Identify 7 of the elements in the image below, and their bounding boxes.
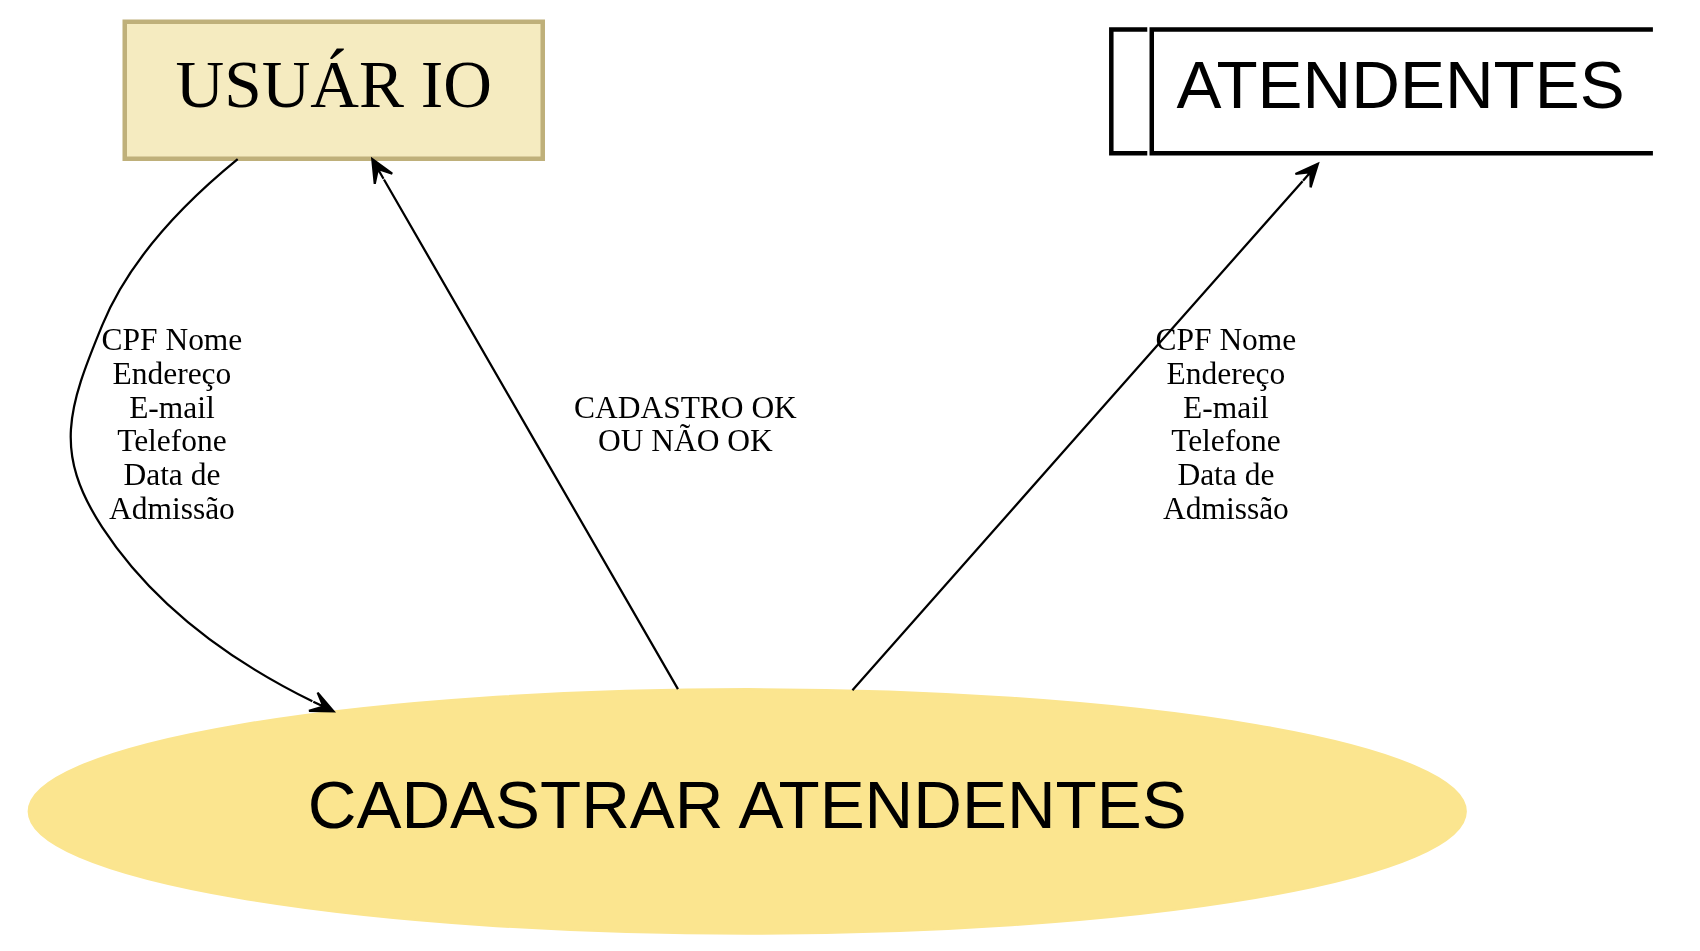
node-box: USUÁR IO xyxy=(122,19,545,161)
arrow xyxy=(851,162,1319,691)
arrow xyxy=(370,158,679,690)
arrow xyxy=(69,158,335,713)
edge-label: CPF Nome Endereço E-mail Telefone Data de Admissão xyxy=(101,322,242,526)
edge-label: CADASTRO OK OU NÃO OK xyxy=(573,389,797,459)
node-text: ATENDENTES xyxy=(1175,47,1625,123)
